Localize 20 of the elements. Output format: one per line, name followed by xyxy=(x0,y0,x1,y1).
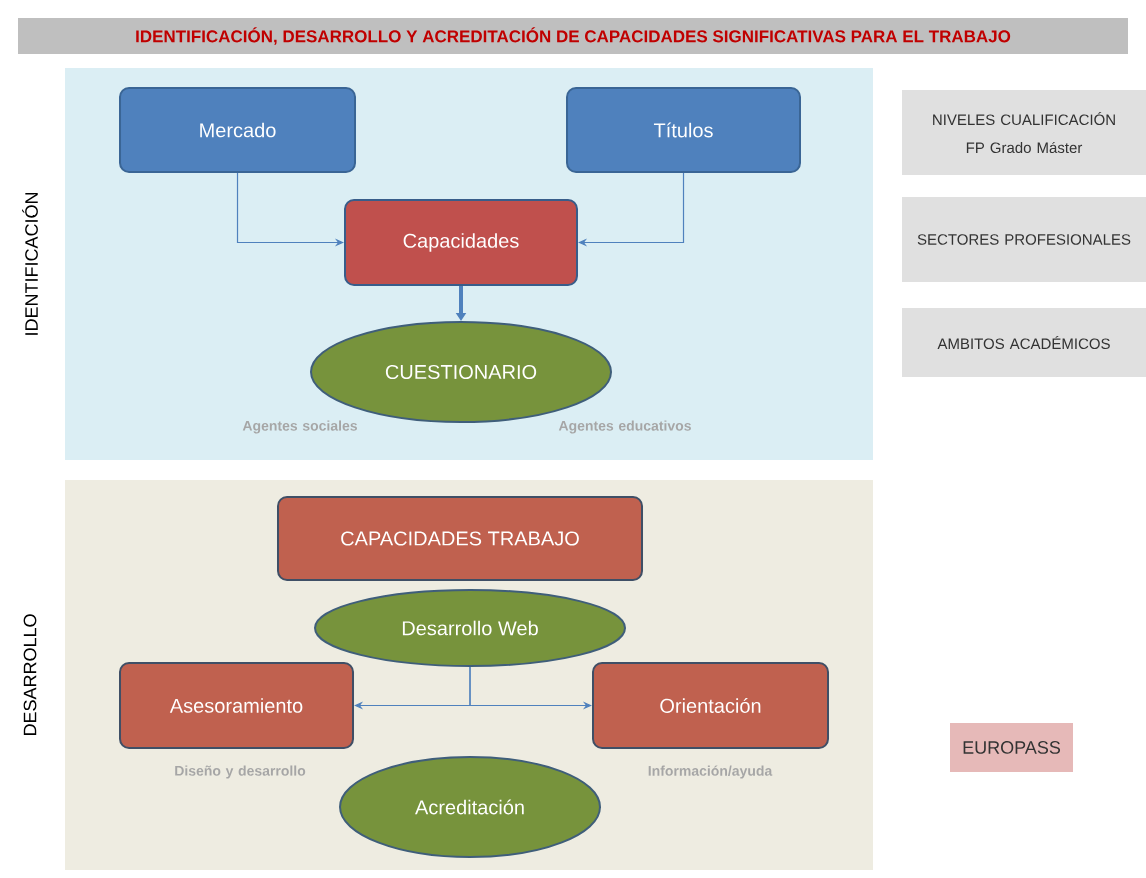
node-caption: Agentes sociales xyxy=(242,420,357,434)
label-box: EUROPASS xyxy=(950,723,1073,772)
ellipse-node: Acreditación xyxy=(339,756,601,858)
node-caption: Agentes educativos xyxy=(558,420,691,434)
process-box: Títulos xyxy=(566,87,801,173)
hatched-box: AMBITOS ACADÉMICOS xyxy=(902,308,1146,377)
title-banner: IDENTIFICACIÓN, DESARROLLO Y ACREDITACIÓN DE CAPACIDADES SIGNIFICATIVAS PARA EL TRABAJO xyxy=(18,18,1128,54)
process-box: Orientación xyxy=(592,662,829,749)
arrow xyxy=(578,172,685,247)
section-heading: IDENTIFICACIÓN xyxy=(22,192,38,335)
node-caption: Diseño y desarrollo xyxy=(175,765,306,779)
process-box: CAPACIDADES TRABAJO xyxy=(277,496,643,581)
ellipse-node: Desarrollo Web xyxy=(314,589,626,667)
process-box: Mercado xyxy=(119,87,356,173)
node-caption: Información/ayuda xyxy=(648,765,773,779)
hatched-box: SECTORES PROFESIONALES xyxy=(902,197,1146,282)
process-box: Asesoramiento xyxy=(119,662,354,749)
section-heading: DESARROLLO xyxy=(23,614,37,736)
process-box: Capacidades xyxy=(344,199,578,286)
hatched-box: NIVELES CUALIFICACIÓN FP Grado Máster xyxy=(902,90,1146,175)
